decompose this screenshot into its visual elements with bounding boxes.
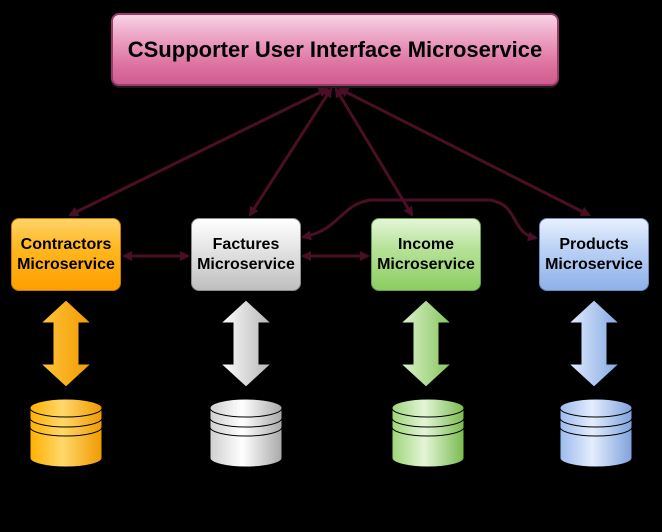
income-label-line1: Income xyxy=(397,235,454,253)
contractors-microservice-box: Contractors Microservice xyxy=(11,218,121,291)
products-microservice-box: Products Microservice xyxy=(539,218,649,291)
database-icon xyxy=(559,398,633,468)
arrow-income-db xyxy=(399,299,453,388)
arrow-factures-db xyxy=(219,299,273,388)
contractors-label-line2: Microservice xyxy=(17,255,115,273)
ui-microservice-box: CSupporter User Interface Microservice xyxy=(111,13,559,86)
products-label-line2: Microservice xyxy=(545,255,643,273)
income-label-line2: Microservice xyxy=(377,255,475,273)
ui-microservice-label: CSupporter User Interface Microservice xyxy=(127,36,543,62)
database-icon xyxy=(29,398,103,468)
factures-microservice-box: Factures Microservice xyxy=(191,218,301,291)
database-icon xyxy=(209,398,283,468)
income-microservice-box: Income Microservice xyxy=(371,218,481,291)
connector-ui-products xyxy=(338,87,591,217)
factures-label-line2: Microservice xyxy=(197,255,295,273)
arrow-contractors-db xyxy=(39,299,93,388)
connector-ui-factures xyxy=(248,87,333,217)
connector-ui-income xyxy=(334,87,414,217)
connector-ui-contractors xyxy=(68,87,329,217)
connector-factures-products xyxy=(301,198,538,242)
products-label-line1: Products xyxy=(559,235,629,253)
factures-label-line1: Factures xyxy=(212,235,280,253)
contractors-label-line1: Contractors xyxy=(20,235,112,253)
arrow-products-db xyxy=(567,299,621,388)
database-icon xyxy=(391,398,465,468)
